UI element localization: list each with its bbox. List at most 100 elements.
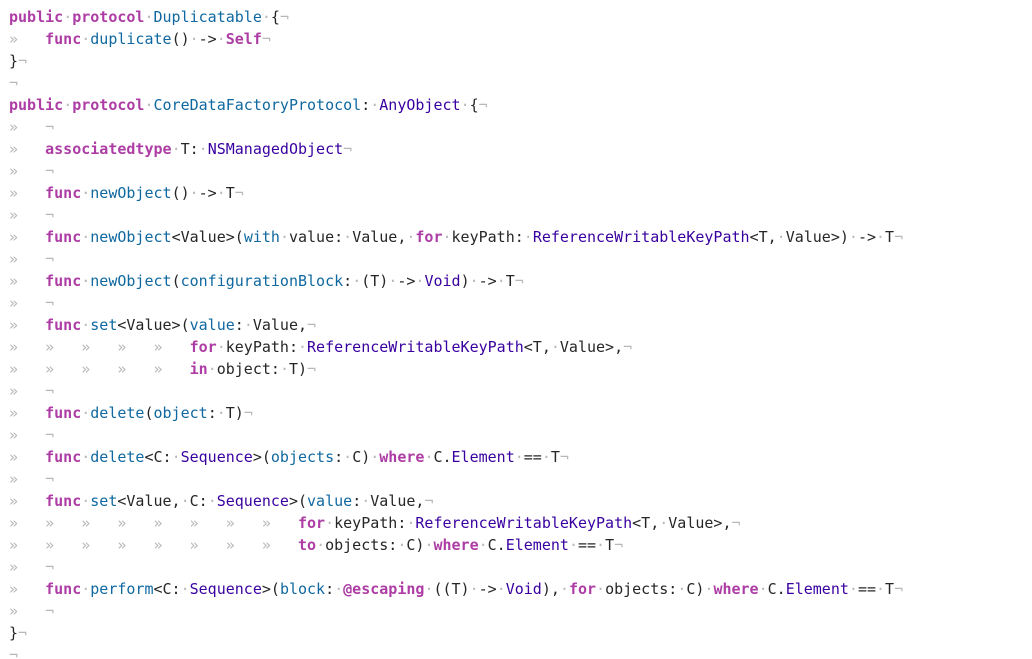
invisible-char: · xyxy=(343,228,353,246)
code-line[interactable]: » ¬ xyxy=(0,424,1032,446)
code-token xyxy=(126,514,153,532)
code-token: duplicate xyxy=(90,30,172,48)
code-token: C. xyxy=(487,536,506,554)
invisible-char: » xyxy=(9,580,19,598)
invisible-char: · xyxy=(370,96,380,114)
code-token xyxy=(18,558,45,576)
invisible-char: » xyxy=(9,426,19,444)
code-token: value xyxy=(189,316,235,334)
code-line[interactable]: » func·newObject(configurationBlock:·(T)… xyxy=(0,270,1032,292)
invisible-char: · xyxy=(343,448,353,466)
code-line[interactable]: » ¬ xyxy=(0,248,1032,270)
code-line[interactable]: » func·newObject()·->·T¬ xyxy=(0,182,1032,204)
invisible-char: ¬ xyxy=(45,118,55,136)
invisible-char: » xyxy=(9,184,19,202)
code-line[interactable]: » ¬ xyxy=(0,468,1032,490)
code-token: value xyxy=(307,492,353,510)
invisible-char: » xyxy=(9,382,19,400)
code-line[interactable]: » ¬ xyxy=(0,600,1032,622)
code-token: protocol xyxy=(72,8,145,26)
code-token: Sequence xyxy=(180,448,253,466)
code-line[interactable]: public·protocol·Duplicatable·{¬ xyxy=(0,6,1032,28)
invisible-char: » xyxy=(9,140,19,158)
invisible-char: · xyxy=(180,492,190,510)
code-token: Value>, xyxy=(559,338,624,356)
invisible-char: ¬ xyxy=(45,470,55,488)
code-line[interactable]: » ¬ xyxy=(0,556,1032,578)
code-line[interactable]: » ¬ xyxy=(0,204,1032,226)
invisible-char: · xyxy=(659,514,669,532)
invisible-char: · xyxy=(198,140,208,158)
invisible-char: · xyxy=(677,580,687,598)
code-line[interactable]: » func·set<Value>(value:·Value,¬ xyxy=(0,314,1032,336)
code-token: () xyxy=(171,184,190,202)
invisible-char: · xyxy=(704,580,714,598)
code-token xyxy=(235,536,262,554)
invisible-char: » xyxy=(117,536,127,554)
code-token: { xyxy=(270,8,280,26)
code-line[interactable]: » associatedtype·T:·NSManagedObject¬ xyxy=(0,138,1032,160)
code-line[interactable]: » ¬ xyxy=(0,160,1032,182)
code-token: objects: xyxy=(605,580,678,598)
invisible-char: · xyxy=(144,8,154,26)
invisible-char: » xyxy=(9,448,19,466)
invisible-char: · xyxy=(514,448,524,466)
invisible-char: · xyxy=(370,448,380,466)
code-line[interactable]: » ¬ xyxy=(0,116,1032,138)
code-token: func xyxy=(45,316,82,334)
code-token: Value>) xyxy=(785,228,849,246)
code-token: <Value, xyxy=(117,492,181,510)
invisible-char: · xyxy=(541,448,551,466)
code-token xyxy=(18,536,45,554)
code-token xyxy=(18,426,45,444)
invisible-char: » xyxy=(9,316,19,334)
code-line[interactable]: » » » » » » » » to·objects:·C)·where·C.E… xyxy=(0,534,1032,556)
code-line[interactable]: » func·perform<C:·Sequence>(block:·@esca… xyxy=(0,578,1032,600)
code-line[interactable]: » » » » » in·object:·T)¬ xyxy=(0,358,1032,380)
code-token xyxy=(18,470,45,488)
invisible-char: · xyxy=(180,580,190,598)
code-token: to xyxy=(298,536,317,554)
code-line[interactable]: » » » » » » » » for·keyPath:·ReferenceWr… xyxy=(0,512,1032,534)
code-token: T xyxy=(605,536,615,554)
invisible-char: » xyxy=(117,514,127,532)
code-token: ( xyxy=(171,272,181,290)
invisible-char: » xyxy=(45,536,55,554)
invisible-char: · xyxy=(559,580,569,598)
code-line[interactable]: » ¬ xyxy=(0,380,1032,402)
code-token xyxy=(18,580,45,598)
invisible-char: ¬ xyxy=(731,514,741,532)
code-line[interactable]: » ¬ xyxy=(0,292,1032,314)
code-line[interactable]: public·protocol·CoreDataFactoryProtocol:… xyxy=(0,94,1032,116)
code-line[interactable]: » func·delete<C:·Sequence>(objects:·C)·w… xyxy=(0,446,1032,468)
code-token: == xyxy=(857,580,876,598)
invisible-char: · xyxy=(469,272,479,290)
code-line[interactable]: }¬ xyxy=(0,622,1032,644)
code-token: <C: xyxy=(153,580,181,598)
code-line[interactable]: » func·delete(object:·T)¬ xyxy=(0,402,1032,424)
invisible-char: » xyxy=(45,514,55,532)
code-line[interactable]: }¬ xyxy=(0,50,1032,72)
code-token: } xyxy=(9,52,19,70)
code-token: for xyxy=(415,228,443,246)
code-token: public xyxy=(9,96,64,114)
code-line[interactable]: ¬ xyxy=(0,72,1032,94)
code-token xyxy=(18,30,45,48)
code-token: for xyxy=(298,514,326,532)
code-token: newObject xyxy=(90,184,172,202)
code-token: value: xyxy=(288,228,344,246)
code-line[interactable]: ¬ xyxy=(0,644,1032,659)
code-token: <T, xyxy=(749,228,777,246)
code-line[interactable]: » func·set<Value,·C:·Sequence>(value:·Va… xyxy=(0,490,1032,512)
invisible-char: » xyxy=(153,536,163,554)
code-line[interactable]: » func·duplicate()·->·Self¬ xyxy=(0,28,1032,50)
code-line[interactable]: » func·newObject<Value>(with·value:·Valu… xyxy=(0,226,1032,248)
code-token xyxy=(18,162,45,180)
code-token: <T, xyxy=(523,338,551,356)
code-editor[interactable]: public·protocol·Duplicatable·{¬» func·du… xyxy=(0,6,1032,659)
invisible-char: » xyxy=(9,404,19,422)
code-token: objects: xyxy=(325,536,398,554)
code-token: CoreDataFactoryProtocol xyxy=(153,96,362,114)
code-line[interactable]: » » » » » for·keyPath:·ReferenceWritable… xyxy=(0,336,1032,358)
code-token: Duplicatable xyxy=(153,8,262,26)
